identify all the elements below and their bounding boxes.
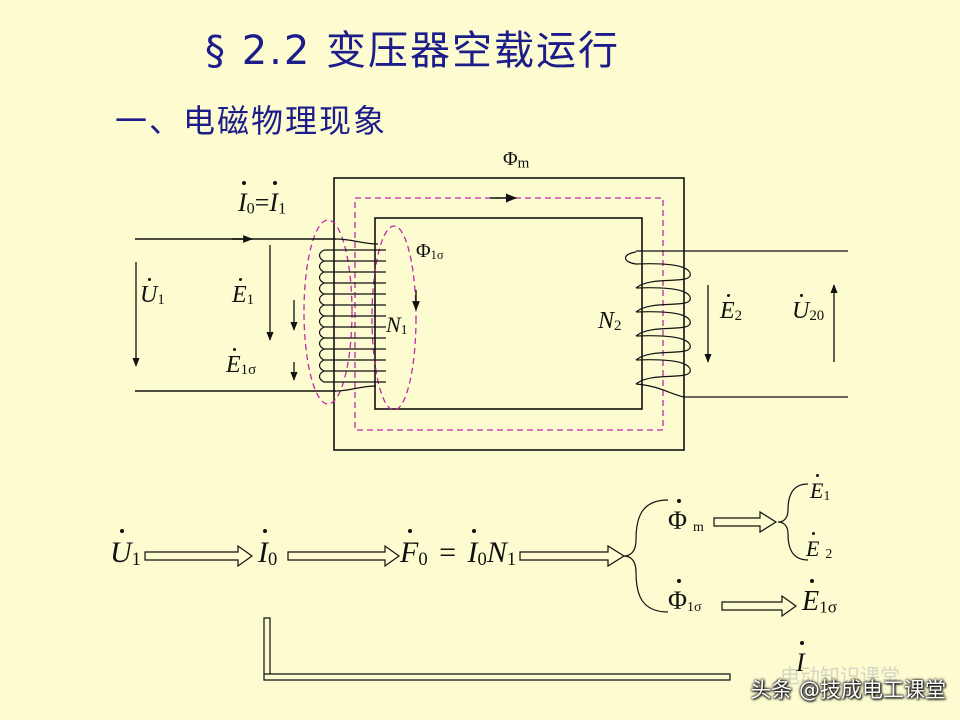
n2-label: N2	[598, 308, 622, 335]
main-flux-label: Φm	[503, 148, 530, 172]
e1-label: E1	[232, 278, 255, 309]
current-label: I0=I1	[238, 181, 287, 218]
flow-arrow-2	[287, 544, 401, 568]
core-outer	[333, 177, 685, 451]
flow-e1: E1	[810, 474, 831, 504]
leakage-flux-loop-outer	[303, 219, 353, 405]
section-heading: 一、电磁物理现象	[115, 102, 388, 140]
slide-title: § 2.2 变压器空载运行	[205, 28, 621, 74]
flow-arrow-3	[519, 544, 626, 568]
core-inner	[374, 217, 643, 410]
flow-arrow-1	[144, 544, 254, 568]
secondary-coil	[624, 250, 848, 398]
primary-coil	[318, 238, 386, 392]
flow-brace-main	[623, 499, 669, 613]
flow-mmf-equation: F0 = I0N1	[400, 529, 517, 570]
flow-u1: U1	[110, 529, 141, 570]
flow-arrow-4	[713, 510, 778, 534]
watermark: 头条 @技成电工课堂	[750, 678, 946, 702]
u20-label: U20	[792, 294, 825, 325]
leakage-flux-loop-inner	[371, 225, 417, 411]
flow-brace-emf	[777, 483, 809, 561]
flow-i-bottom: I	[796, 641, 805, 677]
e2-label: E2	[720, 294, 743, 325]
u1-label: U1	[140, 278, 165, 309]
n1-label: N1	[386, 312, 408, 338]
leakage-flux-label: Φ1σ	[416, 240, 444, 262]
flow-return-path	[263, 617, 731, 681]
e1-leakage-label: E1σ	[226, 348, 257, 379]
flow-phi-1sigma: Φ1σ	[668, 579, 702, 616]
flow-e1-sigma: E1σ	[802, 579, 838, 617]
ghost-watermark: 电动知识课堂	[780, 664, 900, 688]
flow-arrow-5	[721, 594, 798, 618]
flow-arrows	[144, 483, 809, 681]
flow-i0: I0	[258, 529, 278, 570]
